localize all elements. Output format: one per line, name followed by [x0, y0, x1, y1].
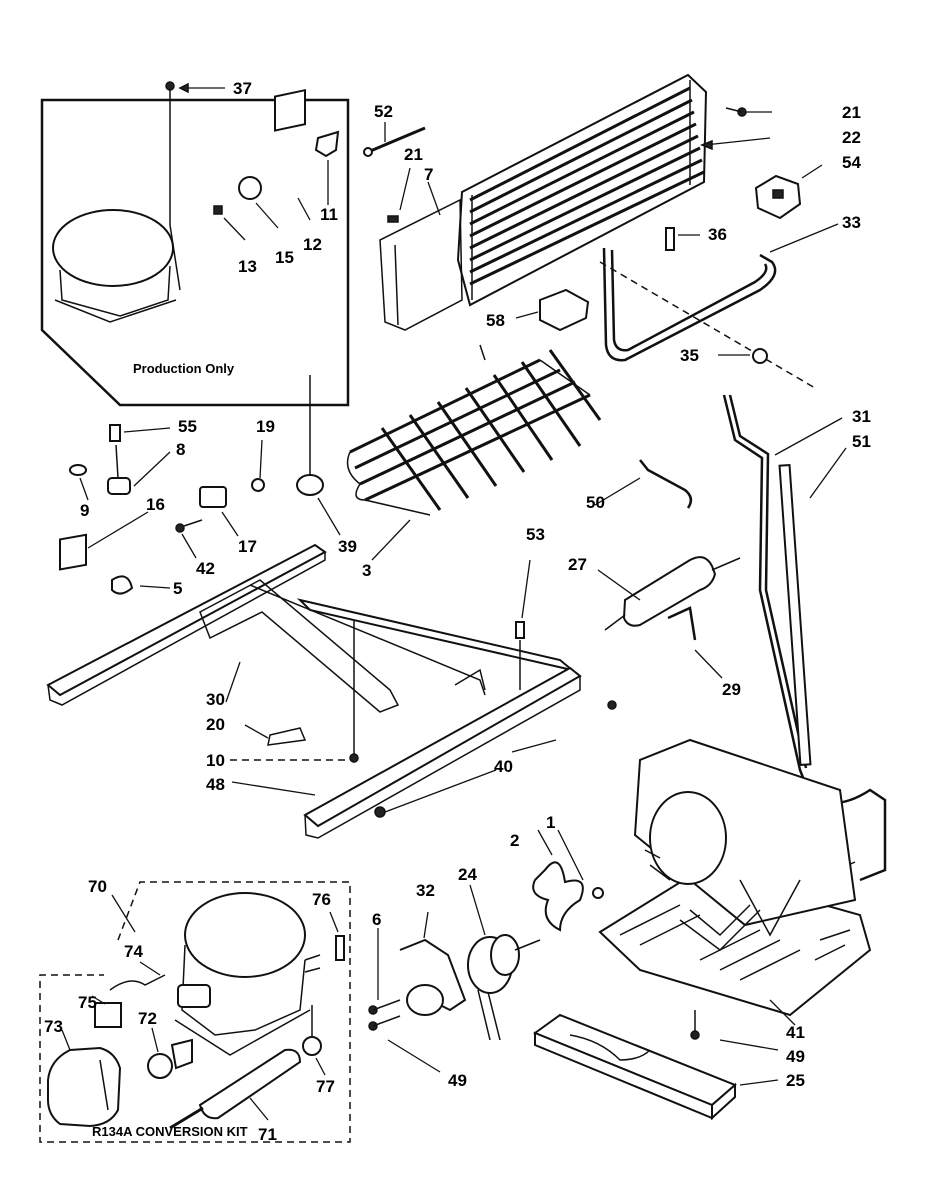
callout-1: 1: [546, 813, 555, 832]
callout-74: 74: [124, 942, 143, 961]
part-16: [59, 511, 149, 571]
callout-7: 7: [424, 165, 433, 184]
callout-9: 9: [80, 501, 89, 520]
part-8: [107, 444, 171, 495]
compressor-production: [52, 209, 181, 323]
callout-41: 41: [786, 1023, 805, 1042]
base-frame: [46, 543, 617, 839]
callout-49-right: 49: [786, 1047, 805, 1066]
callout-53: 53: [526, 525, 545, 544]
callout-labels: 37 52 21 7 11 12 15 13 21 22 54 33 36 58…: [44, 79, 871, 1144]
condenser-coil: [379, 73, 771, 331]
kit-compressor: [174, 892, 345, 1056]
callout-16: 16: [146, 495, 165, 514]
part-6-49-screws: [368, 928, 441, 1073]
part-33-heater: [602, 223, 839, 362]
callout-54: 54: [842, 153, 861, 172]
part-37-screw: [165, 81, 225, 225]
callout-55: 55: [178, 417, 197, 436]
callout-8: 8: [176, 440, 185, 459]
part-25-drain-pan: [532, 1013, 779, 1121]
fan-motor: [467, 884, 541, 1041]
callout-70: 70: [88, 877, 107, 896]
callout-71: 71: [258, 1125, 277, 1144]
callout-75: 75: [78, 993, 97, 1012]
callout-3: 3: [362, 561, 371, 580]
callout-77: 77: [316, 1077, 335, 1096]
callout-58: 58: [486, 311, 505, 330]
callout-24: 24: [458, 865, 477, 884]
conversion-kit-caption: R134A CONVERSION KIT: [92, 1124, 248, 1139]
callout-6: 6: [372, 910, 381, 929]
part-29: [667, 606, 723, 679]
callout-10: 10: [206, 751, 225, 770]
callout-13: 13: [238, 257, 257, 276]
evaporator-coil: [346, 344, 602, 561]
kit-drier-71: [169, 1048, 302, 1130]
callout-22: 22: [842, 128, 861, 147]
part-21-screws: [387, 107, 772, 223]
callout-21-left: 21: [404, 145, 423, 164]
relay-parts: [213, 88, 340, 241]
part-54: [754, 164, 823, 220]
callout-49-left: 49: [448, 1071, 467, 1090]
conversion-kit-box: R134A CONVERSION KIT: [39, 881, 351, 1143]
callout-72: 72: [138, 1009, 157, 1028]
callout-37: 37: [233, 79, 252, 98]
callout-30: 30: [206, 690, 225, 709]
callout-36: 36: [708, 225, 727, 244]
callout-73: 73: [44, 1017, 63, 1036]
part-27-drier: [597, 556, 741, 631]
part-5: [111, 575, 171, 595]
callout-31: 31: [852, 407, 871, 426]
callout-11: 11: [320, 205, 338, 224]
callout-35: 35: [680, 346, 699, 365]
callout-39: 39: [338, 537, 357, 556]
part-58: [515, 288, 590, 332]
callout-42: 42: [196, 559, 215, 578]
part-55: [109, 424, 171, 442]
part-53: [515, 559, 531, 639]
part-52-rod: [363, 122, 426, 157]
callout-17: 17: [238, 537, 257, 556]
callout-25: 25: [786, 1071, 805, 1090]
callout-76: 76: [312, 890, 331, 909]
callout-19: 19: [256, 417, 275, 436]
motor-bracket: [399, 911, 467, 1016]
callout-29: 29: [722, 680, 741, 699]
callout-51: 51: [852, 432, 871, 451]
callout-48: 48: [206, 775, 225, 794]
part-42: [175, 519, 203, 559]
part-17: [199, 486, 239, 537]
callout-50: 50: [586, 493, 605, 512]
callout-2: 2: [510, 831, 519, 850]
callout-20: 20: [206, 715, 225, 734]
part-19: [251, 439, 265, 492]
kit-relay-parts: [91, 961, 193, 1079]
callout-15: 15: [275, 248, 294, 267]
machine-compartment-base: [598, 738, 872, 1051]
part-50: [594, 459, 693, 509]
callout-21-right: 21: [842, 103, 861, 122]
callout-32: 32: [416, 881, 435, 900]
callout-33: 33: [842, 213, 861, 232]
part-35: [599, 261, 816, 389]
callout-5: 5: [173, 579, 182, 598]
callout-27: 27: [568, 555, 587, 574]
production-only-caption: Production Only: [133, 361, 235, 376]
callout-40: 40: [494, 757, 513, 776]
part-36-clip: [665, 227, 700, 251]
kit-overload-73: [47, 1029, 122, 1128]
kit-grommet-77: [302, 1005, 326, 1076]
callout-12: 12: [303, 235, 322, 254]
fan-blade: [532, 829, 604, 932]
part-39: [296, 375, 341, 536]
part-9: [69, 464, 89, 501]
callout-52: 52: [374, 102, 393, 121]
part-7-leader: [427, 181, 441, 216]
